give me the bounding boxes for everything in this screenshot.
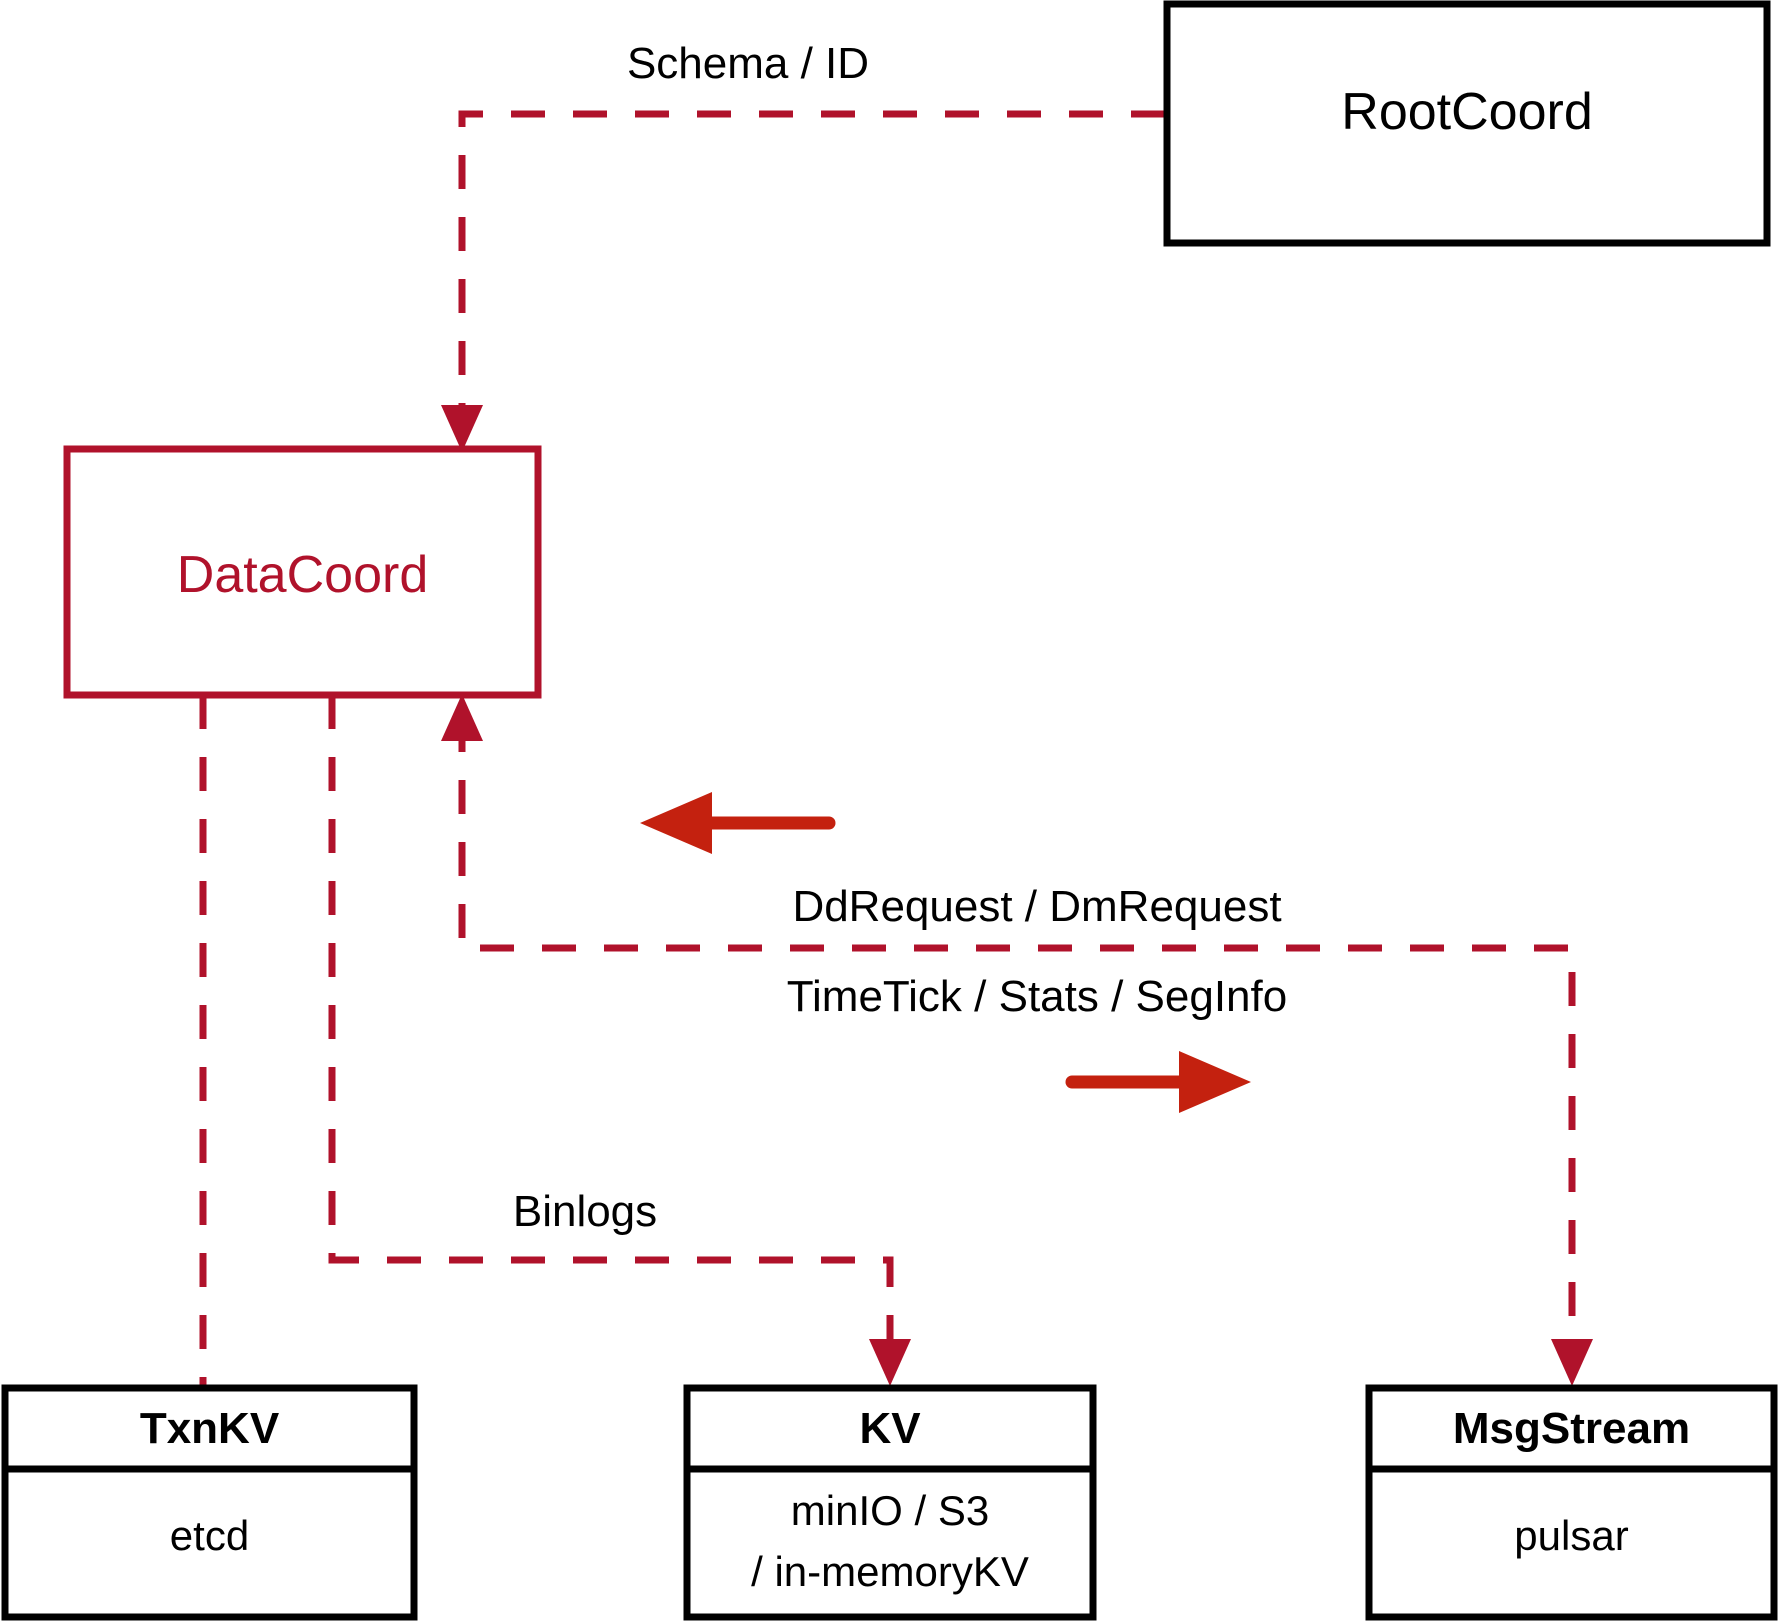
node-rootcoord-label: RootCoord	[1341, 83, 1593, 141]
edge-rootcoord-to-datacoord	[441, 110, 1165, 452]
node-txnkv-sublabel: etcd	[169, 1512, 250, 1559]
node-msgstream-sublabel: pulsar	[1514, 1512, 1629, 1559]
direction-arrow-left	[640, 792, 836, 854]
node-rootcoord-box[interactable]	[1163, 0, 1771, 247]
edge-label-schema-id: Schema / ID	[626, 39, 870, 88]
node-kv-label: KV	[859, 1404, 921, 1453]
edge-label-dd-dm-request: DdRequest / DmRequest	[792, 882, 1282, 931]
node-datacoord-label: DataCoord	[176, 546, 429, 604]
node-msgstream-box[interactable]	[1365, 1384, 1778, 1621]
edge-label-binlogs: Binlogs	[512, 1187, 658, 1236]
edge-msgstream-to-datacoord	[441, 694, 1593, 1386]
edge-datacoord-to-kv	[328, 695, 911, 1386]
edge-label-timetick: TimeTick / Stats / SegInfo	[786, 972, 1288, 1021]
node-kv-sublabel-line2: / in-memoryKV	[751, 1548, 1029, 1595]
node-kv-sublabel-line1: minIO / S3	[790, 1487, 990, 1534]
node-txnkv-label: TxnKV	[139, 1404, 280, 1453]
direction-arrow-right	[1065, 1051, 1251, 1113]
node-kv-box[interactable]	[683, 1384, 1097, 1621]
node-datacoord-box[interactable]	[63, 445, 542, 699]
node-msgstream-label: MsgStream	[1452, 1404, 1691, 1453]
node-txnkv-box[interactable]	[1, 1384, 418, 1621]
